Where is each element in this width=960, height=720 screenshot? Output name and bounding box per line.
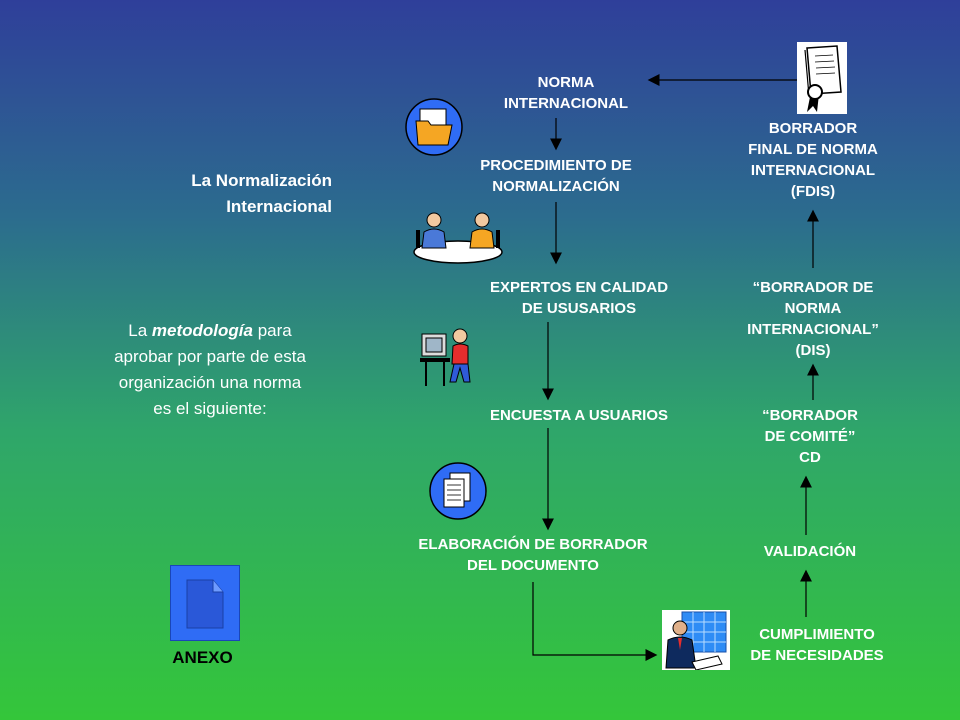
certificate-icon — [797, 42, 847, 114]
desc-suffix: para aprobar por parte de esta organizac… — [114, 321, 306, 418]
documents-icon — [429, 462, 487, 520]
node-elaboracion: ELABORACIÓN DE BORRADOR DEL DOCUMENTO — [418, 536, 648, 574]
meeting-icon — [413, 212, 503, 264]
node-validacion: VALIDACIÓN — [763, 543, 857, 560]
desc-prefix: La — [128, 321, 152, 340]
desc-emphasis: metodología — [151, 321, 253, 340]
arrow-elaboracion-to-cumplimiento — [532, 582, 658, 661]
computer-user-icon — [420, 328, 471, 386]
page-title: La Normalización Internacional — [191, 171, 332, 216]
node-borrador-comite: “BORRADOR DE COMITÉ” CD — [762, 407, 858, 466]
node-procedimiento: PROCEDIMIENTO DE NORMALIZACIÓN — [480, 157, 632, 195]
node-norma-internacional: NORMA INTERNACIONAL — [503, 74, 629, 112]
node-encuesta: ENCUESTA A USUARIOS — [489, 407, 669, 424]
anexo-label: ANEXO — [172, 648, 233, 667]
node-borrador-dis: “BORRADOR DE NORMA INTERNACIONAL” (DIS) — [747, 279, 879, 359]
methodology-description: La metodología para aprobar por parte de… — [110, 318, 310, 422]
node-borrador-fdis: BORRADOR FINAL DE NORMA INTERNACIONAL (F… — [748, 120, 878, 200]
anexo-button[interactable] — [170, 565, 240, 641]
node-cumplimiento: CUMPLIMIENTO DE NECESIDADES — [750, 626, 884, 664]
folder-icon — [405, 98, 463, 156]
document-icon — [186, 579, 224, 629]
presenter-icon — [662, 610, 730, 670]
node-expertos: EXPERTOS EN CALIDAD DE USUSARIOS — [489, 279, 669, 317]
